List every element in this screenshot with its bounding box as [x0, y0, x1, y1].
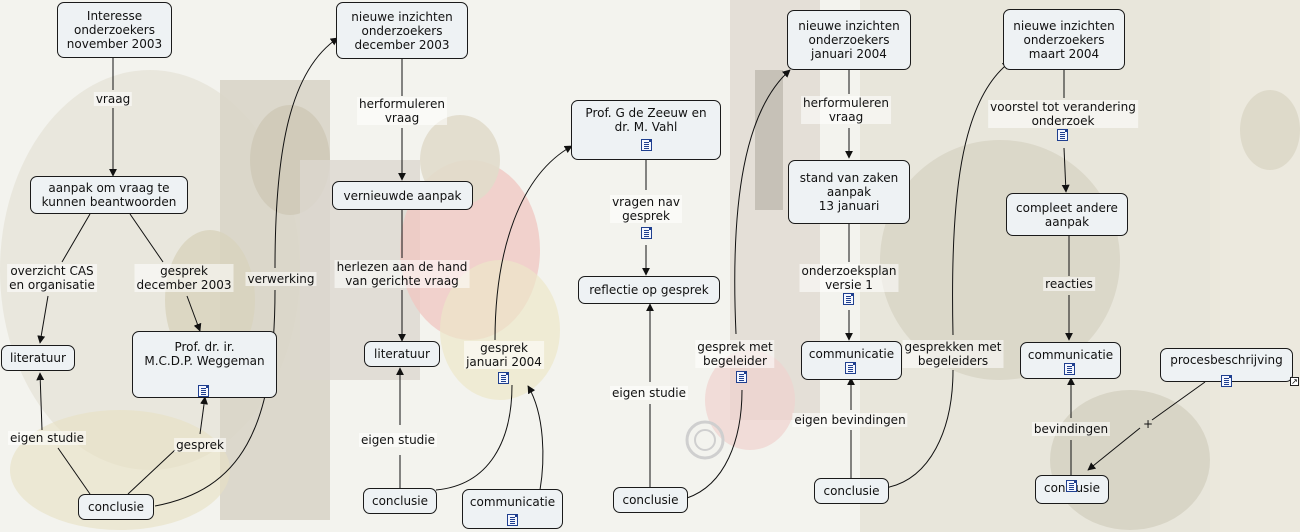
node-label: stand van zaken aanpak 13 januari — [799, 171, 899, 213]
link-label-overzicht-cas: overzicht CAS en organisatie — [7, 264, 97, 292]
node-aanpak-vraag[interactable]: aanpak om vraag te kunnen beantwoorden — [30, 176, 188, 214]
node-label: aanpak om vraag te kunnen beantwoorden — [41, 181, 177, 209]
node-label: nieuwe inzichten onderzoekers december 2… — [351, 9, 453, 52]
node-inzichten-januari[interactable]: nieuwe inzichten onderzoekers januari 20… — [787, 10, 911, 70]
node-stand-van-zaken[interactable]: stand van zaken aanpak 13 januari — [788, 160, 910, 224]
link-label-bevindingen: bevindingen — [1031, 422, 1111, 436]
link-label-gesprek: gesprek — [174, 438, 226, 452]
document-icon[interactable] — [1221, 375, 1232, 387]
document-icon[interactable] — [641, 139, 652, 151]
node-communicatie-2[interactable]: communicatie — [801, 341, 902, 380]
node-reflectie[interactable]: reflectie op gesprek — [578, 276, 720, 304]
document-icon[interactable] — [498, 372, 509, 384]
node-literatuur-2[interactable]: literatuur — [364, 341, 440, 367]
external-link-icon[interactable]: ↗ — [1290, 377, 1299, 386]
document-icon[interactable] — [1057, 129, 1068, 141]
node-label: vernieuwde aanpak — [343, 188, 462, 203]
document-icon[interactable] — [1064, 363, 1075, 375]
node-inzichten-december[interactable]: nieuwe inzichten onderzoekers december 2… — [336, 2, 468, 59]
node-label: nieuwe inzichten onderzoekers maart 2004 — [1013, 18, 1115, 61]
link-label-vraag: vraag — [93, 92, 133, 106]
node-label: Prof. dr. ir. M.C.D.P. Weggeman — [144, 340, 265, 368]
document-icon[interactable] — [198, 385, 209, 397]
node-label: conclusie — [87, 500, 145, 514]
link-label-verwerking: verwerking — [245, 272, 317, 286]
node-label: Interesse onderzoekers november 2003 — [66, 9, 163, 51]
node-label: conclusie — [622, 493, 679, 507]
node-label: Prof. G de Zeeuw en dr. M. Vahl — [585, 106, 707, 134]
node-conclusie-2[interactable]: conclusie — [363, 488, 437, 514]
node-vernieuwde-aanpak[interactable]: vernieuwde aanpak — [332, 181, 473, 210]
node-compleet-andere-aanpak[interactable]: compleet andere aanpak — [1006, 193, 1128, 236]
link-label-vragen-nav-gesprek: vragen nav gesprek — [610, 195, 682, 223]
link-label-herformuleren-2: herformuleren vraag — [801, 96, 891, 124]
node-label: literatuur — [10, 351, 66, 365]
node-label: literatuur — [374, 347, 430, 361]
link-label-voorstel-verandering: voorstel tot verandering onderzoek — [988, 100, 1138, 128]
node-label: procesbeschrijving — [1170, 353, 1283, 367]
document-icon[interactable] — [736, 371, 747, 383]
document-icon[interactable] — [845, 362, 856, 374]
node-label: communicatie — [469, 495, 556, 509]
document-icon[interactable] — [1066, 480, 1077, 492]
node-conclusie-1[interactable]: conclusie — [78, 494, 154, 520]
link-label-plus: + — [1142, 417, 1154, 431]
node-label: communicatie — [808, 347, 895, 361]
link-label-gesprekken-met-begeleiders: gesprekken met begeleiders — [902, 340, 1004, 368]
link-label-eigen-studie-2: eigen studie — [358, 433, 438, 447]
link-label-gesprek-december: gesprek december 2003 — [134, 264, 234, 292]
node-label: conclusie — [823, 484, 880, 498]
node-conclusie-3[interactable]: conclusie — [613, 487, 688, 513]
node-conclusie-4[interactable]: conclusie — [814, 478, 889, 504]
node-label: compleet andere aanpak — [1016, 200, 1118, 229]
link-label-herformuleren-1: herformuleren vraag — [357, 97, 447, 125]
node-interesse-november[interactable]: Interesse onderzoekers november 2003 — [57, 2, 172, 58]
document-icon[interactable] — [507, 514, 518, 526]
link-label-gesprek-met-begeleider: gesprek met begeleider — [695, 340, 775, 368]
node-inzichten-maart[interactable]: nieuwe inzichten onderzoekers maart 2004 — [1003, 9, 1125, 70]
node-label: reflectie op gesprek — [589, 283, 709, 297]
node-label: communicatie — [1027, 348, 1114, 362]
link-label-gesprek-januari: gesprek januari 2004 — [464, 341, 544, 369]
link-label-onderzoeksplan: onderzoeksplan versie 1 — [799, 264, 899, 292]
document-icon[interactable] — [641, 227, 652, 239]
node-de-zeeuw-vahl[interactable]: Prof. G de Zeeuw en dr. M. Vahl — [571, 100, 721, 160]
node-label: conclusie — [371, 494, 429, 508]
link-label-eigen-bevindingen: eigen bevindingen — [792, 413, 908, 427]
link-label-herlezen: herlezen aan de hand van gerichte vraag — [334, 260, 470, 288]
node-literatuur-1[interactable]: literatuur — [1, 345, 75, 371]
document-icon[interactable] — [843, 293, 854, 305]
link-label-eigen-studie-3: eigen studie — [609, 386, 689, 400]
link-label-eigen-studie-1: eigen studie — [7, 431, 87, 445]
link-label-reacties: reacties — [1043, 277, 1095, 291]
node-label: nieuwe inzichten onderzoekers januari 20… — [798, 19, 900, 61]
